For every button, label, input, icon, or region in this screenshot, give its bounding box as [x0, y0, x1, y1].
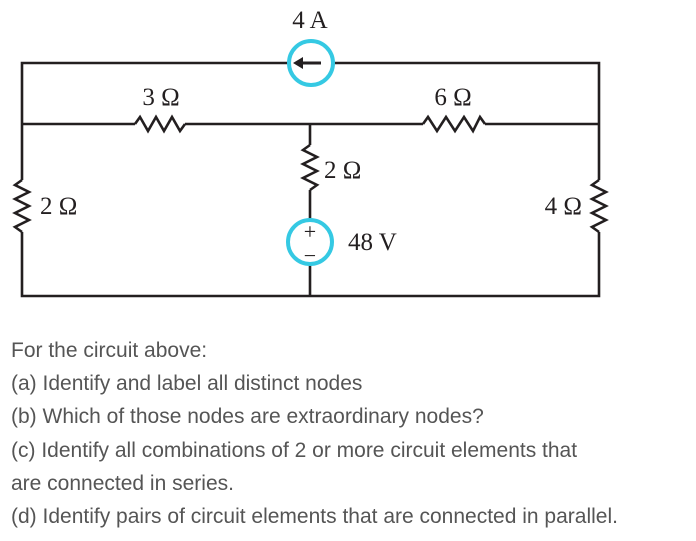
question-part-c-line2: are connected in series. — [11, 471, 234, 495]
wire-top-right — [310, 61, 601, 298]
question-part-d: (d) Identify pairs of circuit elements t… — [11, 505, 618, 529]
resistor-6ohm — [421, 114, 487, 134]
circuit-diagram: + − 4 A 3 Ω 6 Ω 2 Ω 2 Ω 4 Ω 48 V — [12, 7, 609, 298]
resistor-3ohm — [133, 114, 187, 134]
question-text: For the circuit above: (a) Identify and … — [11, 334, 696, 533]
question-part-b: (b) Which of those nodes are extraordina… — [11, 405, 484, 429]
current-source — [287, 39, 335, 87]
question-intro: For the circuit above: — [11, 339, 208, 362]
label-resistor-2ohm-middle: 2 Ω — [324, 157, 361, 184]
question-part-c-line1: (c) Identify all combinations of 2 or mo… — [11, 438, 578, 462]
arrow-left-icon — [293, 57, 303, 69]
label-voltage-source: 48 V — [348, 229, 397, 256]
minus-sign: − — [304, 243, 316, 268]
resistor-2ohm-left — [12, 178, 32, 234]
label-current-source: 4 A — [292, 7, 327, 34]
resistor-4ohm-right — [589, 178, 609, 234]
label-resistor-3ohm: 3 Ω — [142, 84, 179, 111]
voltage-source: + − — [286, 218, 334, 268]
wire-top — [20, 61, 310, 298]
label-resistor-4ohm-right: 4 Ω — [545, 193, 582, 220]
plus-sign: + — [304, 219, 316, 244]
question-part-a: (a) Identify and label all distinct node… — [11, 372, 363, 396]
label-resistor-6ohm: 6 Ω — [434, 84, 471, 111]
resistor-2ohm-middle — [300, 143, 320, 192]
label-resistor-2ohm-left: 2 Ω — [40, 193, 77, 220]
